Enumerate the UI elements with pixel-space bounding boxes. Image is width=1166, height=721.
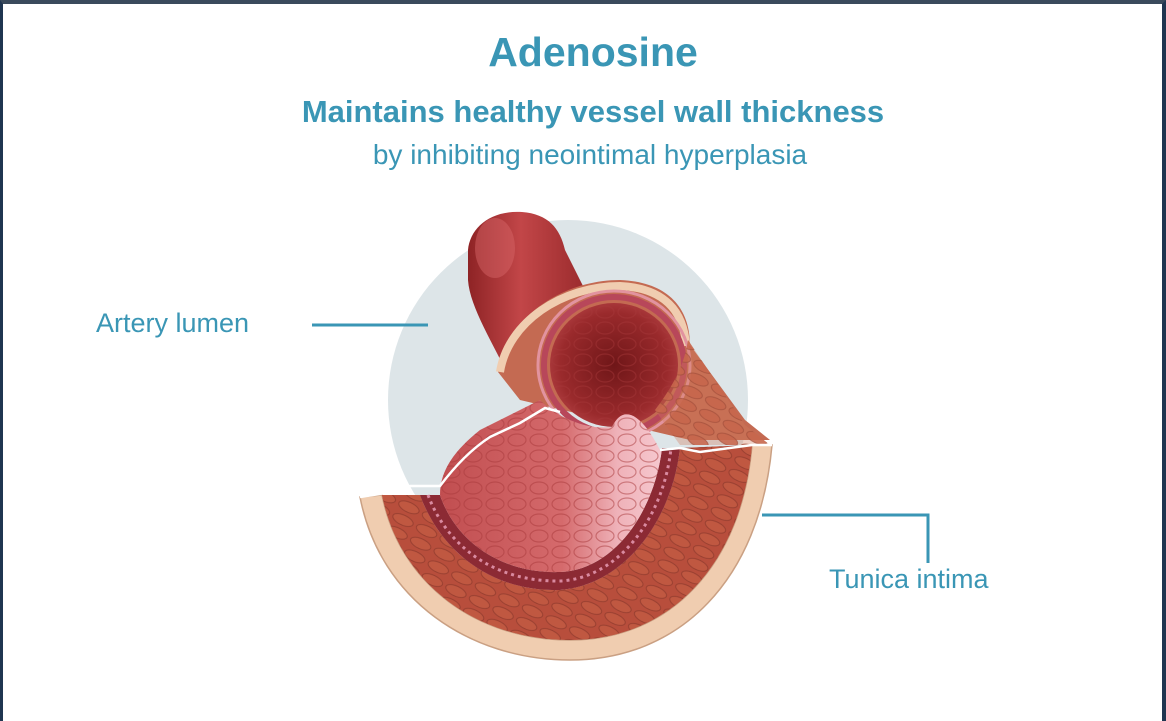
label-tunica-intima: Tunica intima: [829, 561, 989, 597]
vessel-tube-highlight: [475, 218, 515, 278]
tunica-intima-leader: [762, 515, 928, 563]
label-artery-lumen: Artery lumen: [96, 305, 249, 341]
